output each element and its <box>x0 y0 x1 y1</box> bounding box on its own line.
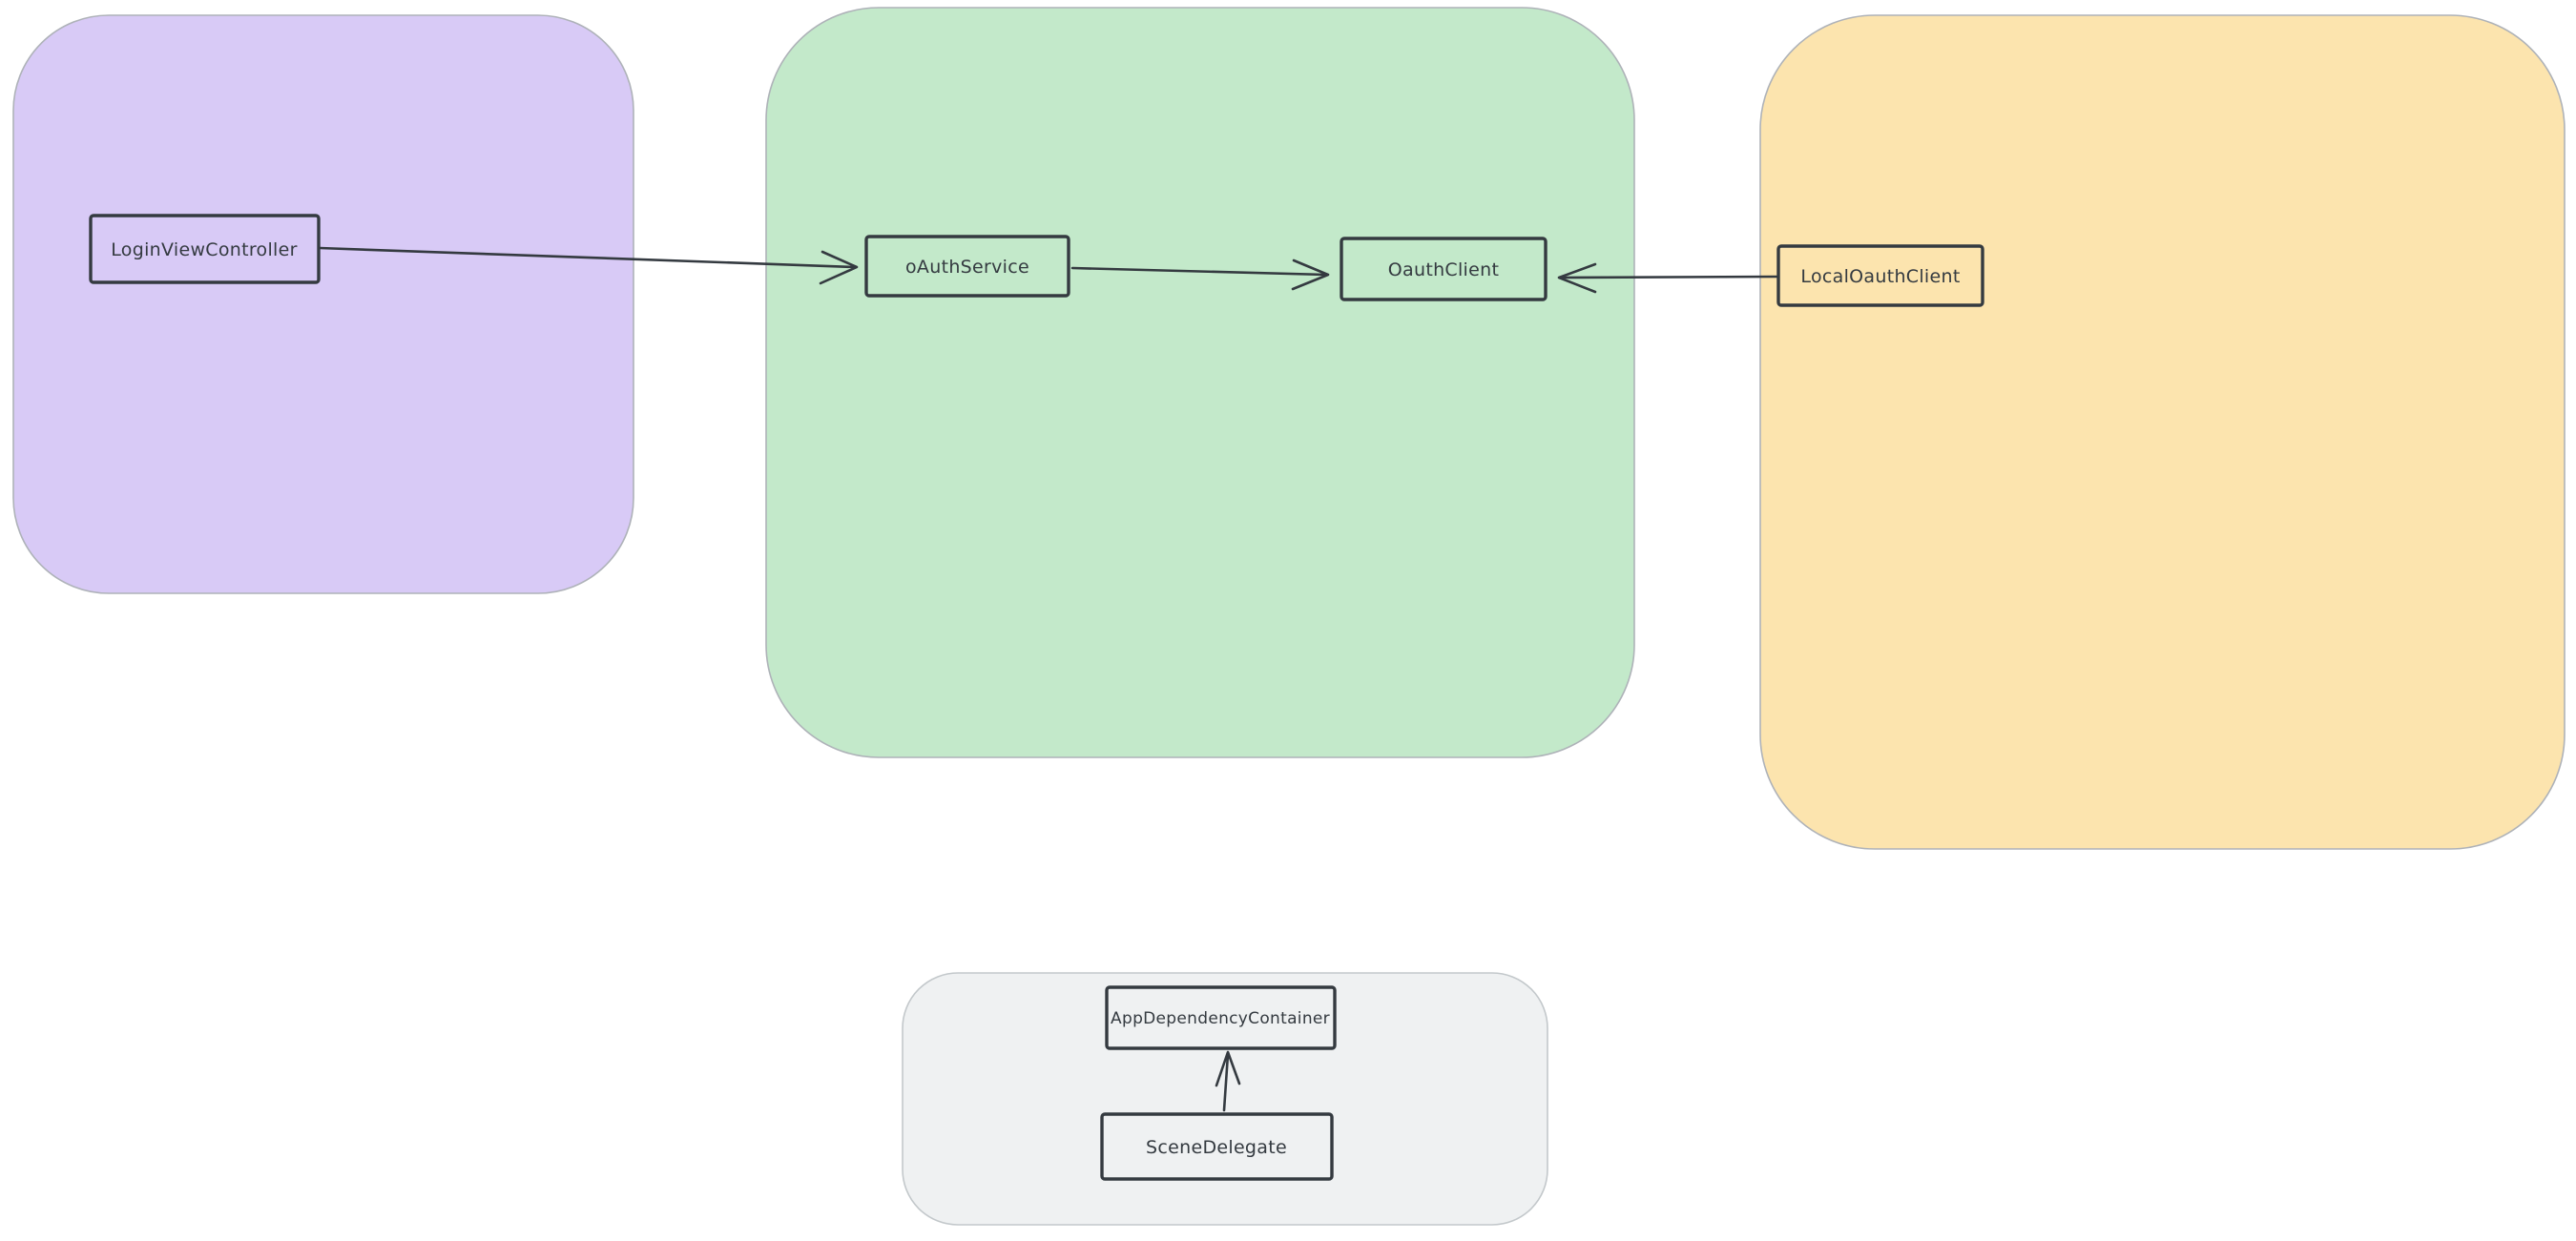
node-scene-delegate[interactable]: SceneDelegate <box>1100 1112 1334 1181</box>
node-local-oauth-client-box[interactable] <box>1776 244 1984 307</box>
node-oauth-service-box[interactable] <box>864 235 1070 298</box>
node-app-dependency-container[interactable]: AppDependencyContainer <box>1105 985 1337 1050</box>
node-local-oauth-client[interactable]: LocalOauthClient <box>1776 244 1984 307</box>
node-app-dependency-container-box[interactable] <box>1105 985 1337 1050</box>
arrow-scenedelegate-to-appdependencycontainer[interactable] <box>1215 1050 1241 1112</box>
arrow-localoauthclient-to-oauthclient[interactable] <box>1557 262 1778 294</box>
node-oauth-client[interactable]: OauthClient <box>1340 237 1548 301</box>
arrow-login-to-oauthservice[interactable] <box>318 246 859 285</box>
group-oauth-feature[interactable] <box>765 7 1635 758</box>
node-scene-delegate-label: SceneDelegate <box>1146 1137 1287 1158</box>
node-local-oauth-client-label: LocalOauthClient <box>1800 266 1960 287</box>
arrow-oauthservice-to-oauthclient[interactable] <box>1070 259 1330 291</box>
node-login-view-controller-box[interactable] <box>89 214 321 284</box>
group-local-oauth-feature[interactable] <box>1759 14 2566 850</box>
node-scene-delegate-box[interactable] <box>1100 1112 1334 1181</box>
node-oauth-service-label: oAuthService <box>905 257 1029 278</box>
node-login-view-controller[interactable]: LoginViewController <box>89 214 321 284</box>
node-oauth-client-label: OauthClient <box>1388 259 1499 280</box>
node-oauth-client-box[interactable] <box>1340 237 1548 301</box>
group-login-feature[interactable] <box>12 14 634 594</box>
node-app-dependency-container-label: AppDependencyContainer <box>1111 1009 1330 1028</box>
arrows-layer <box>318 246 1778 1112</box>
node-oauth-service[interactable]: oAuthService <box>864 235 1070 298</box>
node-login-view-controller-label: LoginViewController <box>111 239 298 260</box>
